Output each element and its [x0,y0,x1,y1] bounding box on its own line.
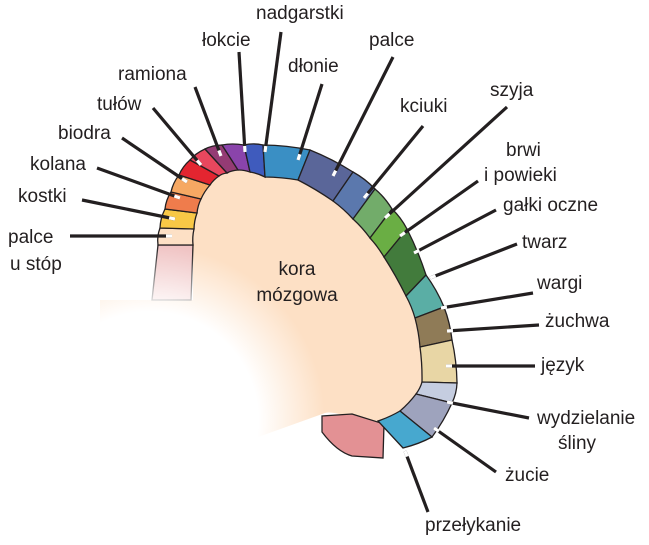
leader-wargi [440,291,534,310]
label-wargi: wargi [536,273,582,294]
label-nadgarstki: nadgarstki [256,3,344,24]
segment-przełykanie [376,410,434,449]
label-brwi-i-powieki-line-2: i powieki [484,165,557,186]
label-twarz: twarz [522,232,567,253]
leader-tip-biodra [181,177,188,184]
label-łokcie: łokcie [202,30,251,51]
leader-tip-tułów [195,159,203,167]
label-żucie: żucie [505,465,549,486]
leader-tip-wydzielanie-śliny [446,400,454,405]
leader-dłonie [296,83,324,161]
leader-tip-szyja [383,212,391,220]
leader-tip-żucie [433,426,440,433]
leader-tip-kolana [173,194,181,200]
leader-przełykanie [403,450,430,513]
segment-język [419,339,458,384]
label-szyja: szyja [490,80,534,101]
leader-tip-palce [331,169,338,177]
label-dłonie: dłonie [288,56,339,77]
label-ramiona: ramiona [118,64,187,85]
leader-lines [70,31,540,513]
leader-ramiona [193,86,223,157]
leader-tip-ramiona [217,149,223,157]
label-żuchwa: żuchwa [545,311,610,332]
leader-kciuki [362,124,425,200]
leader-kolana [96,166,181,200]
leader-brwi-i-powieki [399,179,479,238]
leader-gałki-oczne [413,208,497,255]
leader-twarz [429,242,518,280]
label-biodra: biodra [58,123,111,144]
leader-tip-przełykanie [403,450,409,458]
leader-nadgarstki [263,31,283,153]
label-tułów: tułów [97,94,142,115]
leader-łokcie [237,51,247,153]
label-brwi-i-powieki-line-1: brwi [506,140,541,161]
leader-szyja [383,105,509,220]
leader-wydzielanie-śliny [446,400,530,420]
label-język: język [540,355,585,376]
label-palce-u-stóp-line-2: u stóp [10,254,62,275]
label-kciuki: kciuki [400,96,448,117]
label-wydzielanie-śliny-line-2: śliny [558,433,597,454]
leader-tip-brwi-i-powieki [399,231,406,238]
leader-tułów [151,106,203,167]
label-kolana: kolana [30,154,86,175]
label-przełykanie: przełykanie [425,515,521,536]
leader-żuchwa [446,323,540,333]
labels: palce u stóp kostki kolana biodra tułów ramion… [8,3,635,536]
leader-palce [331,56,395,177]
leader-tip-gałki-oczne [413,248,421,255]
leader-tip-dłonie [296,153,302,161]
label-palce: palce [369,30,414,51]
leader-tip-wargi [440,305,448,310]
label-kostki: kostki [18,186,67,207]
center-label-line-2: mózgowa [256,285,338,306]
leader-tip-kciuki [362,192,370,200]
leader-tip-twarz [429,274,437,280]
leader-tip-nadgarstki [263,145,268,153]
label-palce-u-stóp-line-1: palce [8,227,53,248]
label-gałki-oczne: gałki oczne [503,195,598,216]
leader-tip-kostki [168,216,176,221]
leader-żucie [433,426,497,474]
fade-overlay [0,230,360,545]
leader-kostki [81,198,176,221]
center-label-line-1: kora [279,259,316,280]
leader-biodra [121,136,188,184]
label-wydzielanie-śliny-line-1: wydzielanie [536,408,635,429]
